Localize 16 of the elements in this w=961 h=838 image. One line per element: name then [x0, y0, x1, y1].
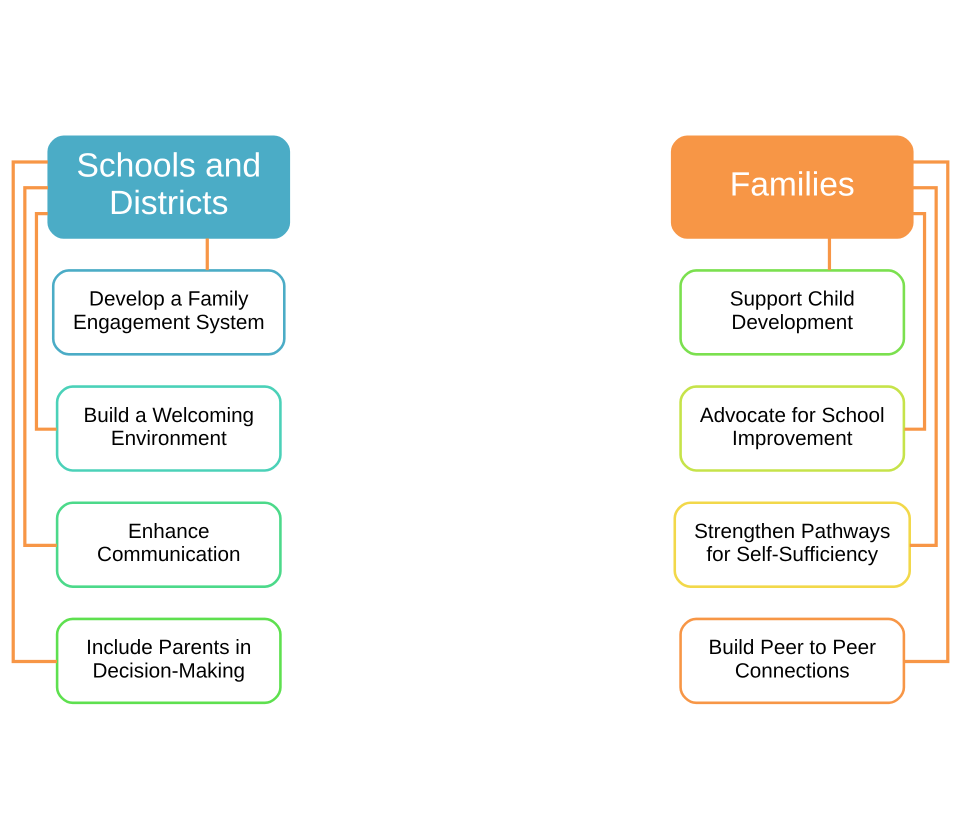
node-box: Advocate for School Improvement [679, 384, 906, 472]
node-box: Develop a Family Engagement System [52, 268, 286, 356]
node-box: Build a Welcoming Environment [56, 384, 282, 472]
node-box: Families [670, 135, 914, 238]
connector [910, 186, 938, 546]
node-box: Include Parents in Decision-Making [56, 617, 282, 704]
connector [12, 160, 57, 663]
connector [23, 186, 57, 546]
node-box: Support Child Development [679, 268, 906, 356]
connector [206, 238, 209, 270]
connector [828, 238, 832, 270]
connector [904, 160, 950, 663]
node-box: Build Peer to Peer Connections [679, 617, 906, 704]
node-box: Schools and Districts [47, 135, 290, 238]
node-box: Enhance Communication [56, 500, 282, 588]
node-box: Strengthen Pathways for Self-Sufficiency [673, 500, 911, 588]
